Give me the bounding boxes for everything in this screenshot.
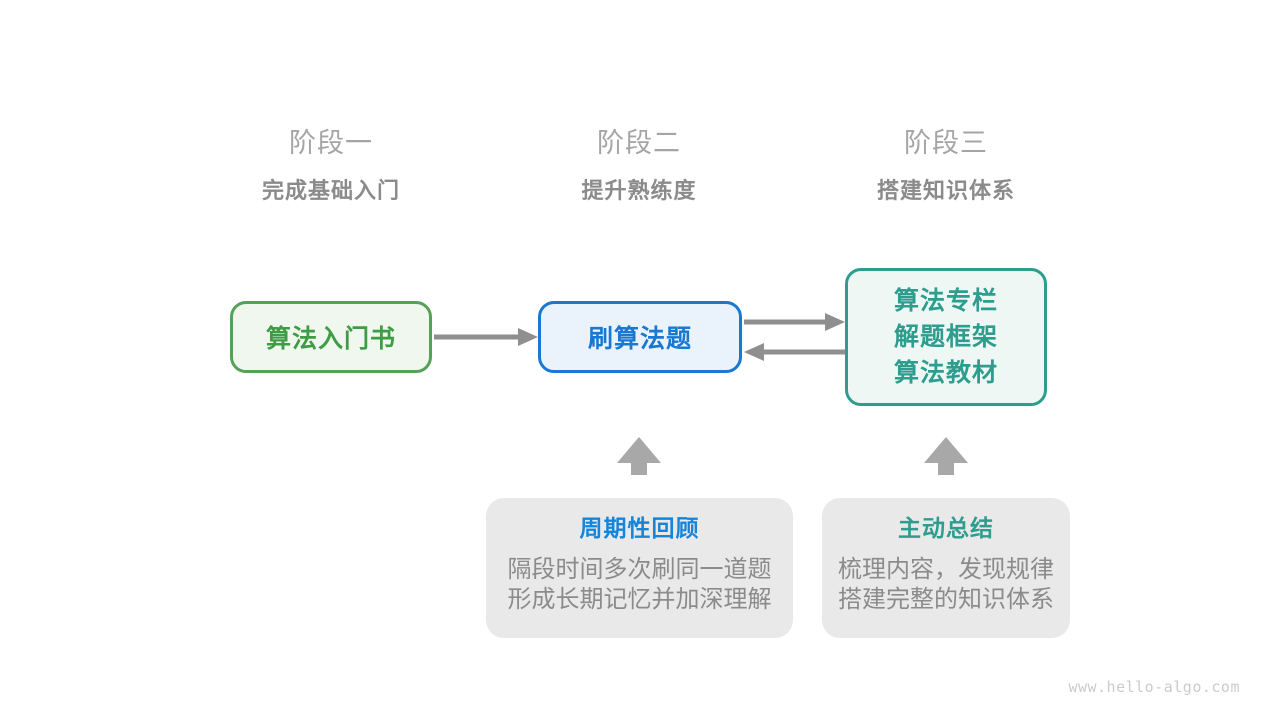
note-active-summary-line-2: 搭建完整的知识体系 (838, 586, 1054, 613)
stage-2-label: 阶段二 (597, 128, 681, 158)
node-resources: 算法专栏 解题框架 算法教材 (845, 268, 1047, 406)
connector-practice-to-resources (744, 313, 845, 331)
note-periodic-review-line-2: 形成长期记忆并加深理解 (507, 586, 772, 613)
connector-book-to-practice (434, 328, 538, 346)
note-periodic-review-title: 周期性回顾 (579, 515, 700, 541)
stage-3-subtitle: 搭建知识体系 (876, 178, 1015, 203)
note-active-summary-body: 梳理内容，发现规律 搭建完整的知识体系 (822, 555, 1070, 615)
note-active-summary-line-1: 梳理内容，发现规律 (838, 556, 1054, 583)
up-arrow-review (617, 437, 661, 475)
left-arrow-icon (744, 343, 845, 361)
stage-2-subtitle: 提升熟练度 (581, 178, 697, 203)
node-practice-problems: 刷算法题 (538, 301, 742, 373)
stage-2-header: 阶段二 提升熟练度 (479, 126, 799, 206)
node-intro-book-label: 算法入门书 (265, 325, 396, 353)
stage-3-header: 阶段三 搭建知识体系 (786, 126, 1106, 206)
up-arrow-icon (924, 437, 968, 475)
stage-1-subtitle: 完成基础入门 (261, 178, 400, 203)
node-resources-line-3: 算法教材 (893, 359, 998, 387)
note-active-summary: 主动总结 梳理内容，发现规律 搭建完整的知识体系 (822, 498, 1070, 638)
node-resources-line-2: 解题框架 (893, 323, 998, 351)
note-periodic-review-body: 隔段时间多次刷同一道题 形成长期记忆并加深理解 (486, 555, 793, 615)
node-resources-line-1: 算法专栏 (893, 287, 998, 315)
watermark: www.hello-algo.com (1068, 678, 1240, 696)
connector-resources-to-practice (744, 343, 845, 361)
note-active-summary-title: 主动总结 (898, 515, 994, 541)
node-intro-book: 算法入门书 (230, 301, 432, 373)
stage-3-label: 阶段三 (904, 128, 988, 158)
stage-1-label: 阶段一 (289, 128, 373, 158)
node-practice-problems-label: 刷算法题 (587, 325, 692, 353)
stage-1-header: 阶段一 完成基础入门 (171, 126, 491, 206)
up-arrow-icon (617, 437, 661, 475)
right-arrow-icon (434, 328, 538, 346)
note-periodic-review-line-1: 隔段时间多次刷同一道题 (507, 556, 772, 583)
right-arrow-icon (744, 313, 845, 331)
note-periodic-review: 周期性回顾 隔段时间多次刷同一道题 形成长期记忆并加深理解 (486, 498, 793, 638)
up-arrow-summary (924, 437, 968, 475)
